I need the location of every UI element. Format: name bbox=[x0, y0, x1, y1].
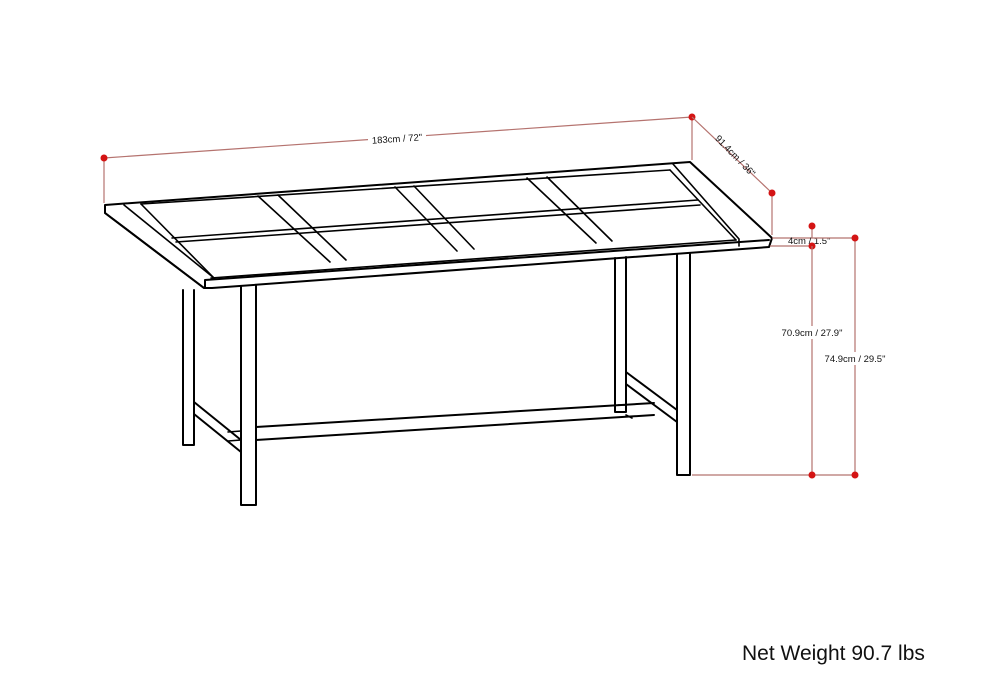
thickness-dimension: 4cm / 1.5" bbox=[770, 222, 830, 250]
length-label: 183cm / 72" bbox=[372, 132, 423, 146]
net-weight-label: Net Weight 90.7 lbs bbox=[742, 642, 925, 665]
height-top-dot bbox=[851, 234, 859, 242]
clearance-label: 70.9cm / 27.9" bbox=[782, 328, 843, 339]
table-top bbox=[104, 161, 773, 289]
table-base bbox=[182, 253, 691, 506]
thickness-label: 4cm / 1.5" bbox=[788, 236, 830, 247]
height-bottom-dot bbox=[851, 471, 859, 479]
thickness-top-dot bbox=[808, 222, 816, 230]
length-start-dot bbox=[100, 154, 108, 162]
clearance-bottom-dot bbox=[808, 471, 816, 479]
height-dimension: 74.9cm / 29.5" bbox=[812, 234, 887, 479]
height-label: 74.9cm / 29.5" bbox=[825, 354, 886, 365]
clearance-dimension: 70.9cm / 27.9" bbox=[692, 246, 855, 479]
depth-label: 91.4cm / 36" bbox=[712, 133, 757, 179]
depth-end-dot bbox=[768, 189, 776, 197]
length-dimension: 183cm / 72" bbox=[100, 113, 696, 203]
